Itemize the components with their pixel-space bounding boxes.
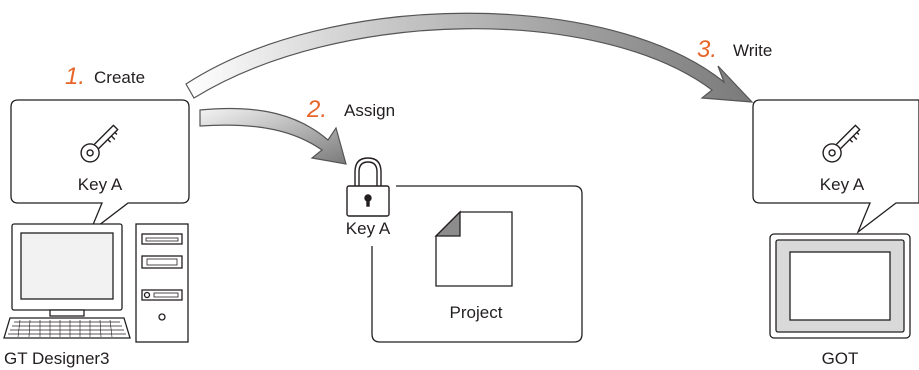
step-3-label: 3. Write [697, 36, 772, 63]
step-2-text: Assign [344, 101, 395, 120]
touch-panel-icon [769, 233, 911, 339]
step-2-label: 2. Assign [306, 96, 395, 123]
designer-callout [10, 99, 190, 234]
lock-key-label: Key A [346, 219, 391, 238]
padlock-icon [346, 157, 390, 217]
designer-key-label: Key A [78, 175, 123, 194]
step-1-number: 1. [65, 63, 85, 90]
got-caption: GOT [822, 349, 859, 368]
designer-caption: GT Designer3 [4, 349, 110, 368]
step-3-number: 3. [697, 36, 717, 63]
assign-arrow [199, 107, 347, 165]
step-1-label: 1. Create [65, 63, 145, 90]
document-icon [434, 210, 513, 287]
key-icon [80, 124, 119, 163]
project-caption: Project [450, 303, 503, 322]
got-key-icon [822, 124, 861, 163]
write-arrow [185, 12, 754, 103]
step-1-text: Create [94, 68, 145, 87]
got-key-label: Key A [820, 175, 865, 194]
personal-computer-icon [3, 223, 189, 343]
step-3-text: Write [733, 41, 772, 60]
step-2-number: 2. [306, 96, 327, 123]
got-callout [752, 99, 919, 234]
project-container [371, 185, 583, 343]
